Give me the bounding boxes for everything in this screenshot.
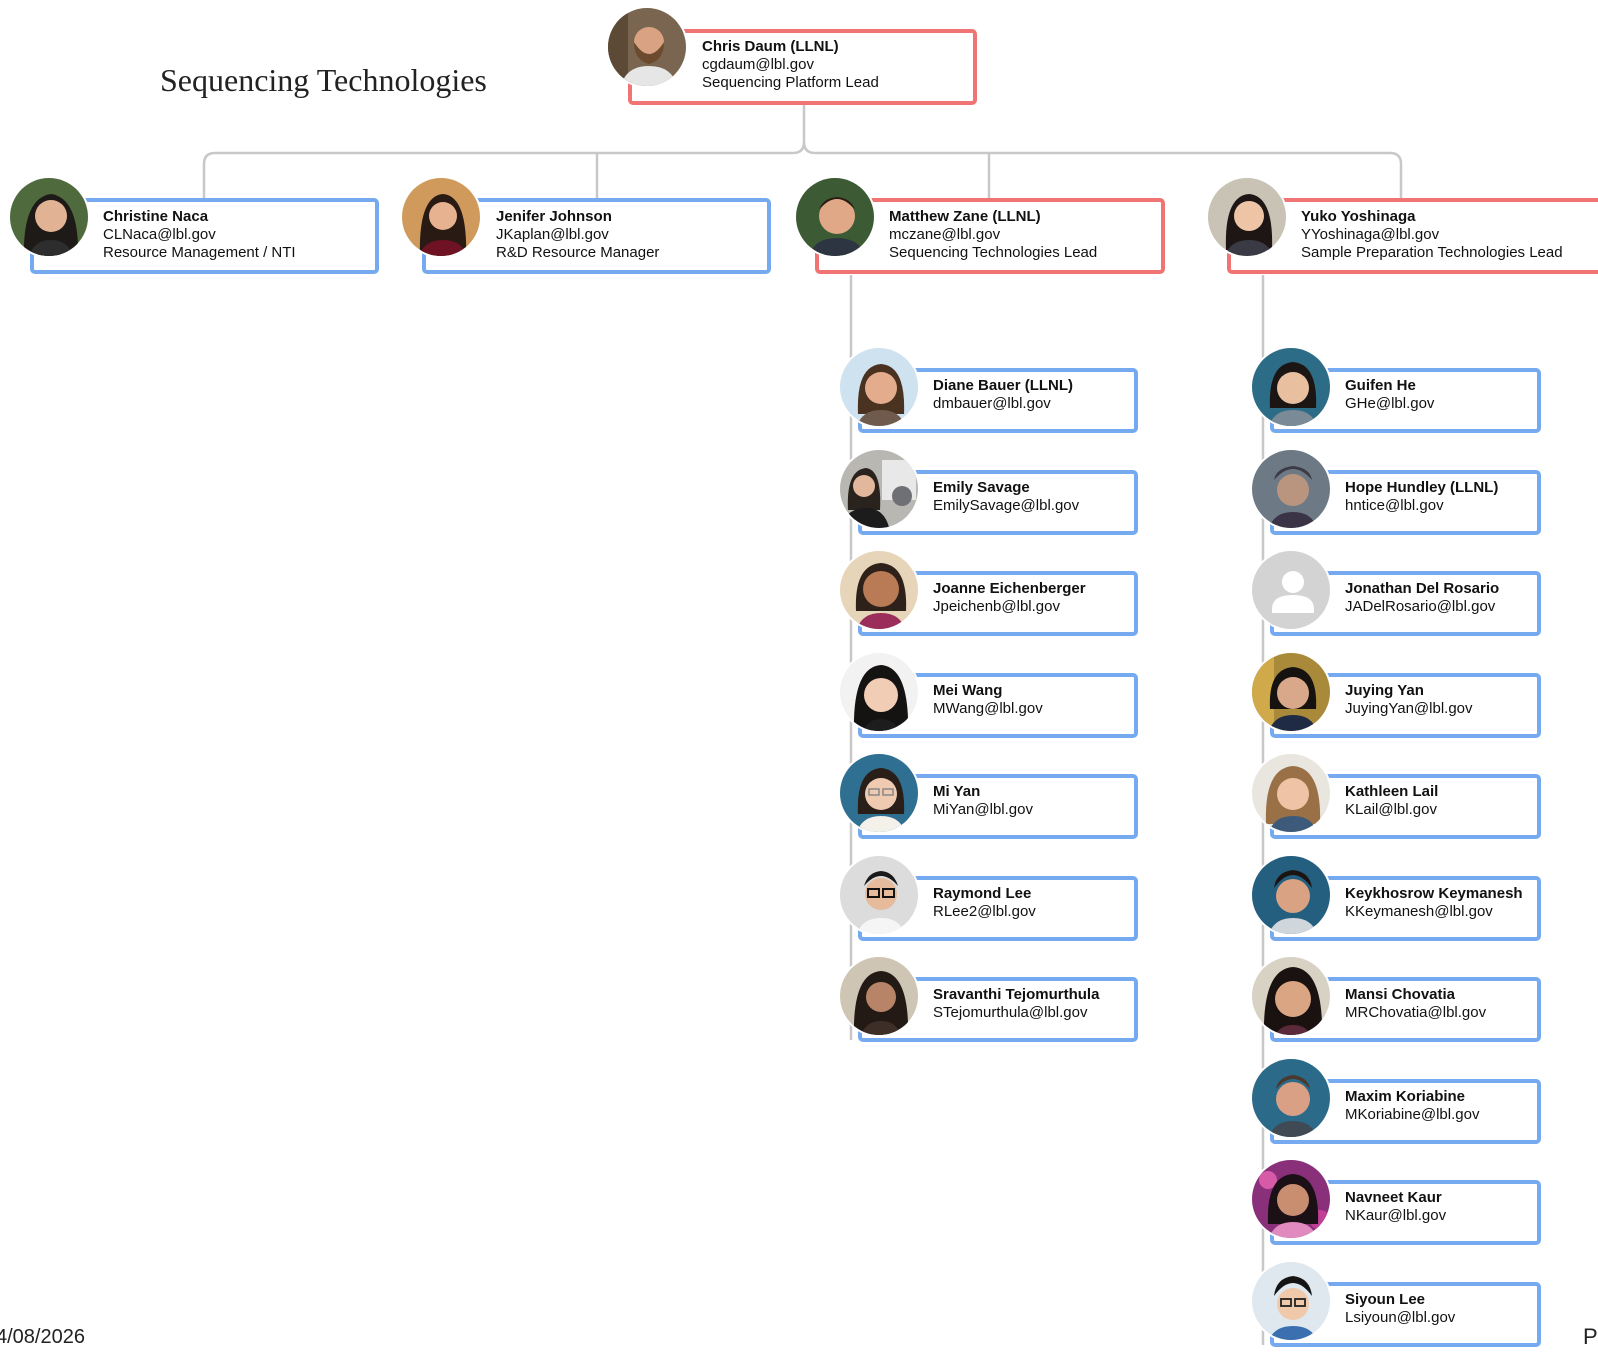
member-text: Diane Bauer (LLNL)dmbauer@lbl.gov bbox=[933, 377, 1073, 413]
avatar-photo bbox=[838, 752, 920, 834]
person-name: Raymond Lee bbox=[933, 885, 1032, 902]
avatar-photo bbox=[1250, 955, 1332, 1037]
person-email[interactable]: NKaur@lbl.gov bbox=[1345, 1207, 1447, 1224]
person-email[interactable]: CLNaca@lbl.gov bbox=[103, 226, 216, 243]
person-name: Jenifer Johnson bbox=[496, 208, 612, 225]
person-name: Jonathan Del Rosario bbox=[1345, 580, 1500, 597]
person-name: Juying Yan bbox=[1345, 682, 1424, 699]
avatar-photo bbox=[1250, 1260, 1332, 1342]
person-name: Chris Daum (LLNL) bbox=[702, 38, 839, 55]
footer-page: P bbox=[1583, 1324, 1598, 1349]
person-email[interactable]: MiYan@lbl.gov bbox=[933, 801, 1033, 818]
person-name: Emily Savage bbox=[933, 479, 1030, 496]
person-name: Mei Wang bbox=[933, 682, 1003, 699]
avatar-photo bbox=[794, 176, 876, 258]
person-email[interactable]: cgdaum@lbl.gov bbox=[702, 56, 814, 73]
root-text: Chris Daum (LLNL) cgdaum@lbl.gov Sequenc… bbox=[702, 38, 879, 92]
person-email[interactable]: STejomurthula@lbl.gov bbox=[933, 1004, 1088, 1021]
chart-title: Sequencing Technologies bbox=[160, 62, 487, 98]
person-email[interactable]: hntice@lbl.gov bbox=[1345, 497, 1444, 514]
person-email[interactable]: MWang@lbl.gov bbox=[933, 700, 1043, 717]
person-email[interactable]: mczane@lbl.gov bbox=[889, 226, 1001, 243]
person-name: Mi Yan bbox=[933, 783, 981, 800]
person-email[interactable]: GHe@lbl.gov bbox=[1345, 395, 1435, 412]
person-email[interactable]: MRChovatia@lbl.gov bbox=[1345, 1004, 1487, 1021]
person-role: Sequencing Platform Lead bbox=[702, 74, 879, 91]
person-email[interactable]: JuyingYan@lbl.gov bbox=[1345, 700, 1473, 717]
avatar-photo bbox=[1250, 448, 1332, 530]
avatar-photo bbox=[1250, 854, 1332, 936]
lead-text: Matthew Zane (LLNL) mczane@lbl.gov Seque… bbox=[889, 208, 1097, 262]
avatar-photo bbox=[838, 549, 920, 631]
avatar-photo bbox=[606, 6, 688, 88]
person-name: Maxim Koriabine bbox=[1345, 1088, 1466, 1105]
person-name: Hope Hundley (LLNL) bbox=[1345, 479, 1499, 496]
person-email[interactable]: KLail@lbl.gov bbox=[1345, 801, 1437, 818]
person-name: Christine Naca bbox=[103, 208, 209, 225]
lead-text: Jenifer Johnson JKaplan@lbl.gov R&D Reso… bbox=[496, 208, 659, 262]
org-card-jonathan-del-rosario[interactable] bbox=[1270, 571, 1541, 636]
person-name: Keykhosrow Keymanesh bbox=[1345, 885, 1523, 902]
avatar-photo bbox=[838, 346, 920, 428]
person-role: Sequencing Technologies Lead bbox=[889, 244, 1098, 261]
org-card-yuko-yoshinaga[interactable] bbox=[1227, 198, 1598, 274]
avatar-photo bbox=[838, 651, 920, 733]
person-name: Guifen He bbox=[1345, 377, 1416, 394]
avatar-photo bbox=[8, 176, 90, 258]
avatar-photo bbox=[838, 955, 920, 1037]
avatar-photo bbox=[1206, 176, 1288, 258]
person-name: Siyoun Lee bbox=[1345, 1291, 1426, 1308]
person-name: Navneet Kaur bbox=[1345, 1189, 1442, 1206]
person-role: Sample Preparation Technologies Lead bbox=[1301, 244, 1563, 261]
person-email[interactable]: MKoriabine@lbl.gov bbox=[1345, 1106, 1480, 1123]
avatar-photo bbox=[1250, 346, 1332, 428]
person-role: R&D Resource Manager bbox=[496, 244, 660, 261]
person-email[interactable]: dmbauer@lbl.gov bbox=[933, 395, 1051, 412]
avatar-photo bbox=[1250, 651, 1332, 733]
person-name: Yuko Yoshinaga bbox=[1301, 208, 1416, 225]
person-name: Sravanthi Tejomurthula bbox=[933, 986, 1100, 1003]
person-email[interactable]: RLee2@lbl.gov bbox=[933, 903, 1036, 920]
person-email[interactable]: KKeymanesh@lbl.gov bbox=[1345, 903, 1493, 920]
footer-date: 4/08/2026 bbox=[0, 1326, 85, 1348]
avatar-photo bbox=[1250, 1057, 1332, 1139]
person-email[interactable]: JKaplan@lbl.gov bbox=[496, 226, 609, 243]
person-name: Mansi Chovatia bbox=[1345, 986, 1456, 1003]
person-name: Joanne Eichenberger bbox=[933, 580, 1086, 597]
avatar-placeholder bbox=[1250, 549, 1332, 631]
person-name: Kathleen Lail bbox=[1345, 783, 1439, 800]
person-email[interactable]: Jpeichenb@lbl.gov bbox=[933, 598, 1060, 615]
lead-text: Yuko Yoshinaga YYoshinaga@lbl.gov Sample… bbox=[1301, 208, 1563, 262]
person-email[interactable]: JADelRosario@lbl.gov bbox=[1345, 598, 1496, 615]
person-name: Diane Bauer (LLNL) bbox=[933, 377, 1074, 394]
person-role: Resource Management / NTI bbox=[103, 244, 296, 261]
avatar-photo bbox=[400, 176, 482, 258]
person-name: Matthew Zane (LLNL) bbox=[889, 208, 1041, 225]
avatar-photo bbox=[838, 448, 920, 530]
member-text: Hope Hundley (LLNL)hntice@lbl.gov bbox=[1345, 479, 1498, 515]
avatar-photo bbox=[1250, 1158, 1332, 1240]
avatar-photo bbox=[838, 854, 920, 936]
person-email[interactable]: YYoshinaga@lbl.gov bbox=[1301, 226, 1440, 243]
person-email[interactable]: Lsiyoun@lbl.gov bbox=[1345, 1309, 1456, 1326]
person-email[interactable]: EmilySavage@lbl.gov bbox=[933, 497, 1080, 514]
lead-text: Christine Naca CLNaca@lbl.gov Resource M… bbox=[103, 208, 296, 262]
avatar-photo bbox=[1250, 752, 1332, 834]
